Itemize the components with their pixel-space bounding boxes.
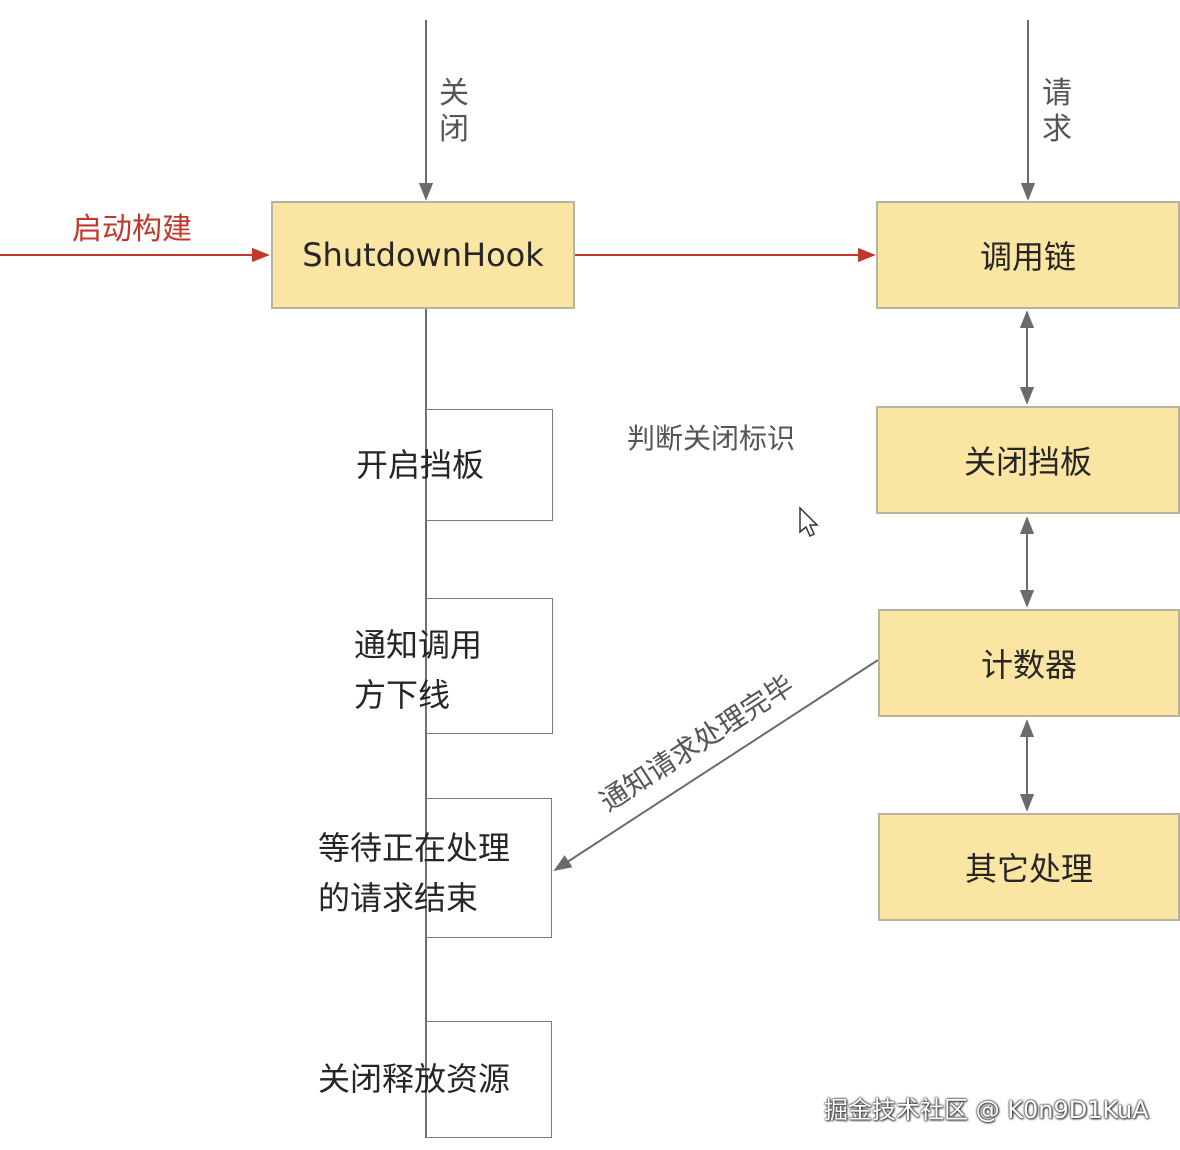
mouse-cursor-icon <box>799 506 819 538</box>
notify-done-arrow <box>553 659 879 871</box>
counter-label: 计数器 <box>980 646 1077 684</box>
close-input-label: 关 闭 <box>439 76 469 147</box>
step-box-notify-offline <box>426 598 553 734</box>
call-chain-box: 调用链 <box>876 201 1180 309</box>
check-close-flag-label: 判断关闭标识 <box>627 422 796 455</box>
call-chain-label: 调用链 <box>979 238 1076 276</box>
other-processing-label: 其它处理 <box>964 850 1093 888</box>
watermark: 掘金技术社区 @ K0n9D1KuA <box>824 1096 1149 1124</box>
other-processing-box: 其它处理 <box>878 813 1180 921</box>
step-box-wait-requests <box>426 798 552 938</box>
shutdown-hook-label: ShutdownHook <box>302 236 544 274</box>
step-notify-offline: 通知调用 方下线 <box>354 626 483 714</box>
step-wait-requests: 等待正在处理 的请求结束 <box>318 829 511 917</box>
request-input-label: 请 求 <box>1042 76 1072 147</box>
step-box-release-resources <box>426 1021 552 1138</box>
step-release-resources: 关闭释放资源 <box>318 1060 511 1098</box>
counter-box: 计数器 <box>878 609 1180 717</box>
close-gate-label: 关闭挡板 <box>963 443 1092 481</box>
start-build-label: 启动构建 <box>72 212 192 247</box>
step-box-open-gate <box>426 409 553 521</box>
step-open-gate: 开启挡板 <box>356 446 485 484</box>
shutdown-hook-box: ShutdownHook <box>271 201 575 309</box>
close-gate-box: 关闭挡板 <box>876 406 1180 514</box>
